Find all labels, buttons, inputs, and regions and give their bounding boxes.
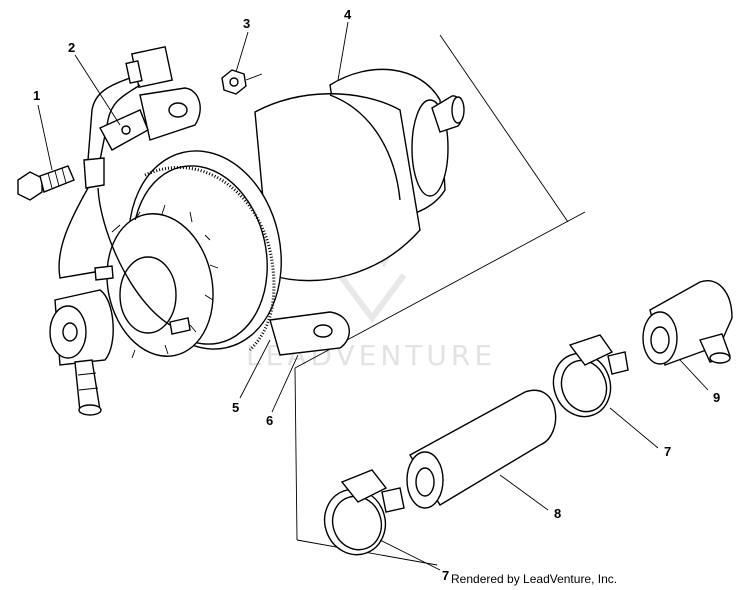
callout-6: 6 — [266, 413, 273, 428]
callout-2: 2 — [68, 40, 75, 55]
callout-7-lower: 7 — [442, 568, 449, 583]
fuel-pump-body — [49, 68, 465, 416]
hose-clamp-lower — [323, 469, 405, 556]
callout-4: 4 — [344, 7, 352, 22]
callout-9: 9 — [713, 390, 720, 405]
fuel-hose — [406, 389, 557, 509]
mounting-nut — [221, 69, 263, 95]
callout-leaders — [37, 21, 709, 571]
callout-8: 8 — [554, 506, 561, 521]
callout-5: 5 — [232, 400, 239, 415]
callout-7-upper: 7 — [664, 444, 671, 459]
hose-clamp-upper — [552, 334, 629, 418]
credit-text: Rendered by LeadVenture, Inc. — [451, 572, 617, 586]
elbow-fitting — [642, 280, 733, 366]
wiring-harness — [58, 46, 173, 326]
callout-3: 3 — [243, 16, 250, 31]
callout-1: 1 — [33, 88, 40, 103]
mounting-bolt — [17, 165, 75, 201]
